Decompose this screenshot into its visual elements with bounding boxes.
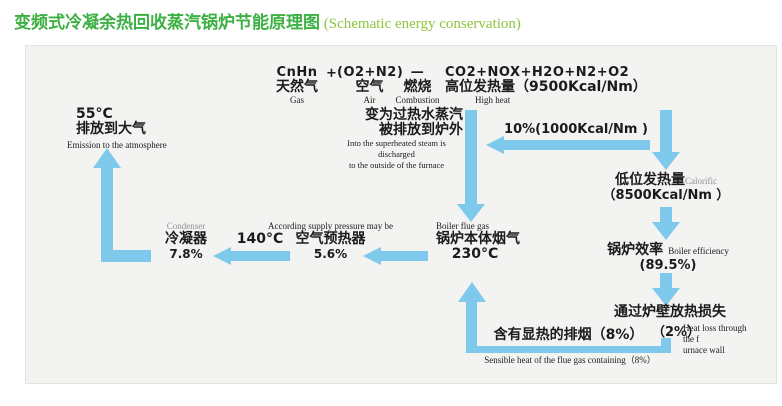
condenser-node: Condenser 冷凝器 7.8% bbox=[165, 221, 207, 261]
wall-loss-title: 通过炉壁放热损失 bbox=[614, 304, 726, 320]
boiler-efficiency-node: 锅炉效率 Boiler efficiency (89.5%) bbox=[607, 242, 729, 274]
arrow-left-to-preheater-icon bbox=[363, 247, 381, 265]
emission-node: 55°C 排放到大气 bbox=[76, 107, 146, 137]
emission-label-en: Emission to the atmosphere bbox=[67, 140, 167, 150]
arrow-to-flue-gas-bar bbox=[465, 110, 477, 206]
arrow-down-to-wall-loss-icon bbox=[652, 288, 680, 306]
title-english: (Schematic energy conservation) bbox=[320, 16, 521, 32]
arrow-to-preheater-bar bbox=[379, 251, 428, 261]
arrow-down-to-calorific-icon bbox=[652, 152, 680, 170]
superheated-steam-node: 变为过热水蒸汽 被排放到炉外 Into the superheated stea… bbox=[347, 107, 463, 171]
flue-loss-label-en: Sensible heat of the flue gas containing… bbox=[484, 355, 656, 365]
arrow-to-wall-loss-bar bbox=[660, 273, 672, 290]
arrow-down-to-flue-gas-icon bbox=[457, 204, 485, 222]
arrow-10pct-bar bbox=[503, 140, 650, 150]
equation-combustion: — 燃烧 Combustion bbox=[395, 65, 440, 105]
arrow-atmosphere-horizontal-bar bbox=[101, 250, 151, 262]
arrow-down-to-efficiency-icon bbox=[652, 222, 680, 240]
equation-products: CO2+NOX+H2O+N2+O2 高位发热量（9500Kcal/Nm） Hig… bbox=[445, 65, 647, 105]
arrow-left-10pct-icon bbox=[486, 136, 504, 154]
flue-loss-label-zh: 含有显热的排烟（8%） bbox=[493, 327, 644, 343]
arrow-140c-label: 140°C bbox=[236, 231, 284, 247]
arrow-atmosphere-vertical-bar bbox=[101, 166, 113, 262]
page-title: 变频式冷凝余热回收蒸汽锅炉节能原理图 (Schematic energy con… bbox=[14, 8, 521, 33]
arrow-up-to-flue-gas-icon bbox=[458, 282, 486, 302]
wall-loss-label-en: Heat loss through the f urnace wall bbox=[683, 323, 747, 355]
boiler-flue-gas-node: Boiler flue gas 锅炉本体烟气 230°C bbox=[436, 221, 520, 262]
arrow-up-to-atmosphere-icon bbox=[93, 148, 121, 168]
title-chinese: 变频式冷凝余热回收蒸汽锅炉节能原理图 bbox=[14, 13, 320, 33]
arrow-140c-bar bbox=[229, 251, 290, 261]
emission-label-zh: 排放到大气 bbox=[76, 121, 146, 137]
emission-temp: 55°C bbox=[76, 106, 113, 122]
arrow-left-to-condenser-icon bbox=[213, 247, 231, 265]
arrow-bottom-stub-bar bbox=[661, 338, 671, 348]
diagram-panel bbox=[25, 45, 777, 384]
equation-plus-sign: + bbox=[326, 66, 338, 81]
arrow-bottom-vertical-bar bbox=[466, 300, 477, 348]
calorific-node: 低位发热量Calorific （8500Kcal/Nm ） bbox=[602, 172, 730, 204]
arrow-to-calorific-bar bbox=[660, 110, 672, 154]
arrow-10pct-label: 10%(1000Kcal/Nm ) bbox=[504, 122, 648, 137]
equation-reactant-air: (O2+N2) 空气 Air bbox=[337, 65, 404, 105]
arrow-to-efficiency-bar bbox=[660, 207, 672, 224]
arrow-bottom-horizontal-bar bbox=[466, 346, 671, 353]
equation-reactant-gas: CnHn 天然气 Gas bbox=[276, 65, 318, 105]
wall-loss-value: （2%） bbox=[652, 325, 701, 340]
air-preheater-node: According supply pressure may be 空气预热器 5… bbox=[268, 221, 393, 261]
